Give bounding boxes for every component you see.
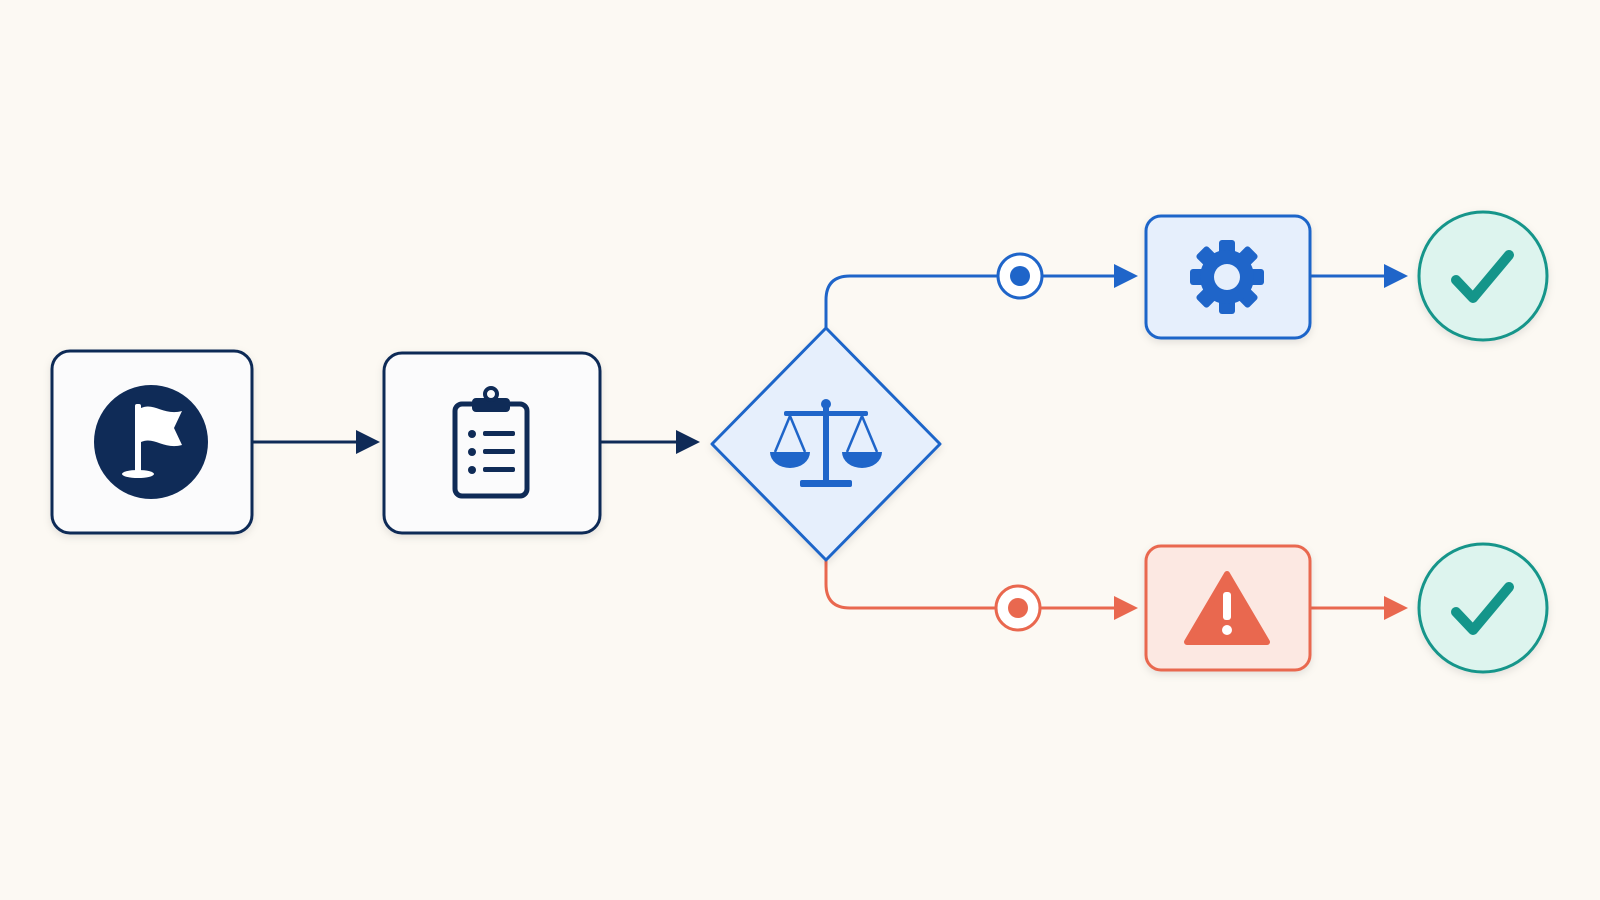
check-icon	[1451, 250, 1514, 303]
node-process[interactable]	[1144, 214, 1312, 340]
node-done-top[interactable]	[1417, 210, 1549, 342]
flag-icon	[94, 385, 208, 499]
node-checklist[interactable]	[382, 351, 602, 535]
warning-icon	[1184, 571, 1270, 645]
edge-warning-to-done	[1310, 596, 1408, 620]
edge-checklist-to-decision	[600, 430, 700, 454]
node-warning[interactable]	[1144, 544, 1312, 672]
scales-icon	[770, 399, 882, 487]
radio-marker-top	[996, 252, 1044, 300]
edge-process-to-done	[1310, 264, 1408, 288]
check-icon	[1451, 582, 1514, 635]
node-decision[interactable]	[710, 326, 942, 562]
clipboard-icon	[452, 386, 530, 499]
gear-icon	[1190, 240, 1264, 314]
edge-decision-to-process	[824, 252, 1138, 330]
edge-start-to-checklist	[252, 430, 380, 454]
radio-marker-bottom	[994, 584, 1042, 632]
node-done-bottom[interactable]	[1417, 542, 1549, 674]
edge-decision-to-warning	[824, 558, 1138, 632]
node-start[interactable]	[50, 349, 254, 535]
